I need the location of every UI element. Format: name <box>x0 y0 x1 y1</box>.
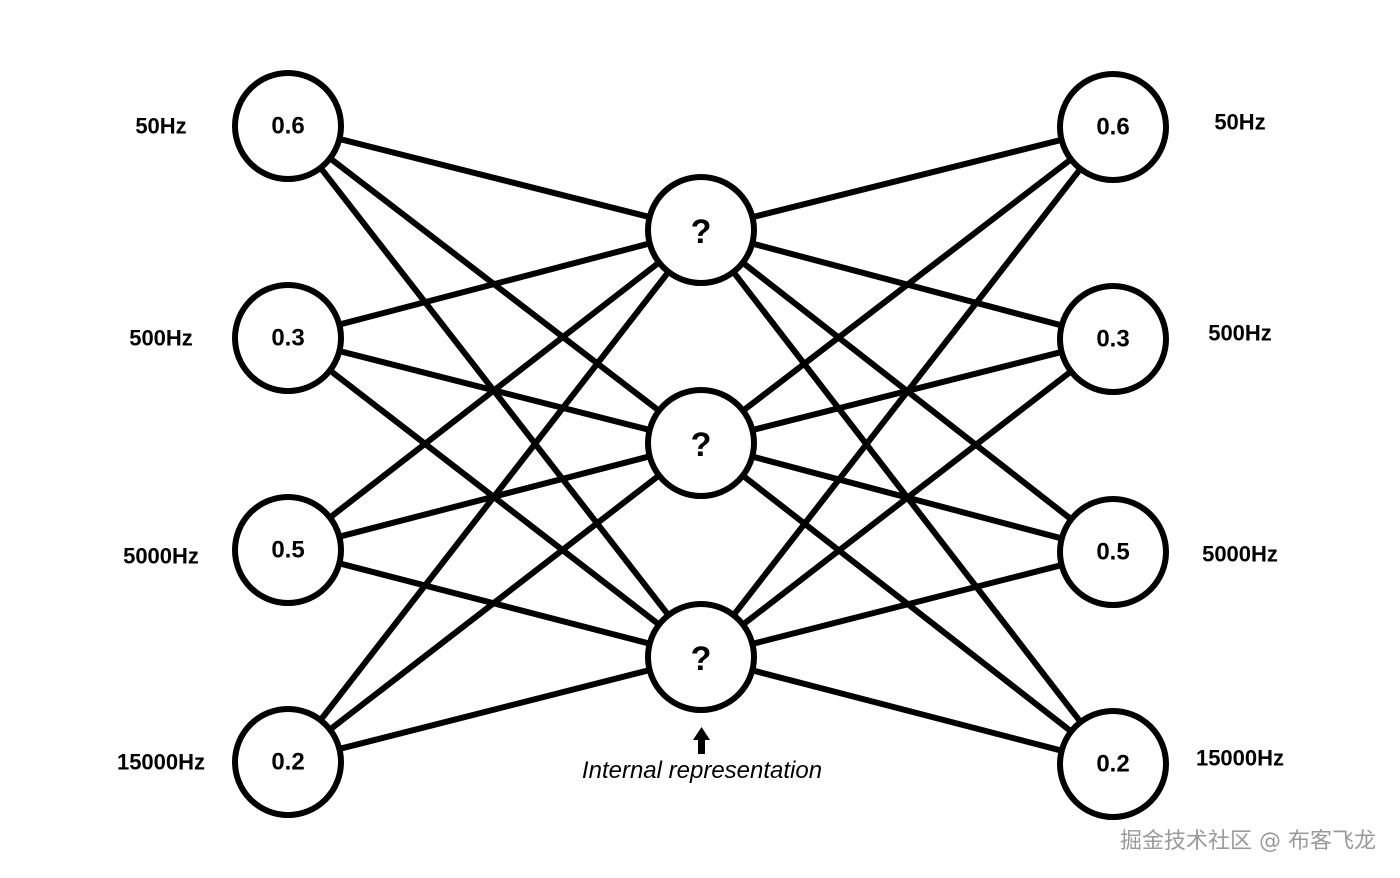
output-node-value: 0.3 <box>1096 326 1129 353</box>
input-node-circle <box>232 706 344 818</box>
output-node-value: 0.5 <box>1096 539 1129 566</box>
connection-edge-input3-hidden0 <box>319 271 670 721</box>
output-node-value: 0.6 <box>1096 114 1129 141</box>
output-node-5000hz: 0.5 5000Hz <box>1057 496 1278 608</box>
output-layer: 0.6 50Hz 0.3 500Hz 0.5 5000Hz 0.2 15000H… <box>1057 71 1284 820</box>
output-node-500hz: 0.3 500Hz <box>1057 283 1272 395</box>
connection-edge-hidden2-output2 <box>752 562 1062 647</box>
output-frequency-label: 5000Hz <box>1202 542 1278 567</box>
hidden-node-3: ? <box>645 601 757 713</box>
output-node-value: 0.2 <box>1096 751 1129 778</box>
connection-edge-hidden0-output0 <box>752 137 1062 220</box>
hidden-node-value: ? <box>691 213 712 251</box>
input-node-500hz: 0.3 500Hz <box>129 282 344 394</box>
output-frequency-label: 15000Hz <box>1196 746 1284 771</box>
input-frequency-label: 500Hz <box>129 326 193 351</box>
output-node-circle <box>1057 71 1169 183</box>
hidden-node-2: ? <box>645 387 757 499</box>
output-node-50hz: 0.6 50Hz <box>1057 71 1266 183</box>
hidden-layer: ? ? ? Internal representation <box>582 174 822 784</box>
internal-representation-caption: Internal representation <box>582 757 822 784</box>
input-node-50hz: 0.6 50Hz <box>135 70 344 182</box>
input-node-circle <box>232 282 344 394</box>
connection-edge-hidden2-output0 <box>732 168 1082 616</box>
connection-edge-input0-hidden0 <box>339 136 650 220</box>
watermark-text: 掘金技术社区 @ 布客飞龙 <box>1120 829 1376 854</box>
connection-edge-input1-hidden0 <box>339 241 650 327</box>
input-node-5000hz: 0.5 5000Hz <box>123 494 344 606</box>
input-frequency-label: 5000Hz <box>123 544 199 569</box>
input-layer: 0.6 50Hz 0.3 500Hz 0.5 5000Hz 0.2 15000H… <box>117 70 344 818</box>
connection-edge-hidden1-output0 <box>742 158 1072 412</box>
connection-edge-input3-hidden2 <box>339 667 650 752</box>
output-node-circle <box>1057 283 1169 395</box>
input-node-circle <box>232 70 344 182</box>
hidden-node-value: ? <box>691 426 712 464</box>
output-node-circle <box>1057 708 1169 820</box>
connection-edge-input2-hidden0 <box>329 261 660 519</box>
output-node-15000hz: 0.2 15000Hz <box>1057 708 1284 820</box>
input-node-circle <box>232 494 344 606</box>
input-node-15000hz: 0.2 15000Hz <box>117 706 344 818</box>
connection-edge-hidden2-output1 <box>742 370 1072 626</box>
hidden-node-circle <box>645 387 757 499</box>
input-frequency-label: 15000Hz <box>117 750 205 775</box>
hidden-node-value: ? <box>691 640 712 678</box>
connection-edge-input3-hidden1 <box>329 474 660 731</box>
hidden-node-1: ? <box>645 174 757 286</box>
input-node-value: 0.2 <box>271 749 304 776</box>
connection-edge-hidden2-output3 <box>752 668 1062 753</box>
input-node-value: 0.5 <box>271 537 304 564</box>
hidden-node-circle <box>645 174 757 286</box>
up-arrow-icon <box>693 727 710 754</box>
hidden-node-circle <box>645 601 757 713</box>
output-frequency-label: 50Hz <box>1214 110 1265 135</box>
output-node-circle <box>1057 496 1169 608</box>
input-node-value: 0.6 <box>271 113 304 140</box>
input-node-value: 0.3 <box>271 325 304 352</box>
edges-layer <box>319 136 1082 753</box>
output-frequency-label: 500Hz <box>1208 321 1272 346</box>
input-frequency-label: 50Hz <box>135 114 186 139</box>
